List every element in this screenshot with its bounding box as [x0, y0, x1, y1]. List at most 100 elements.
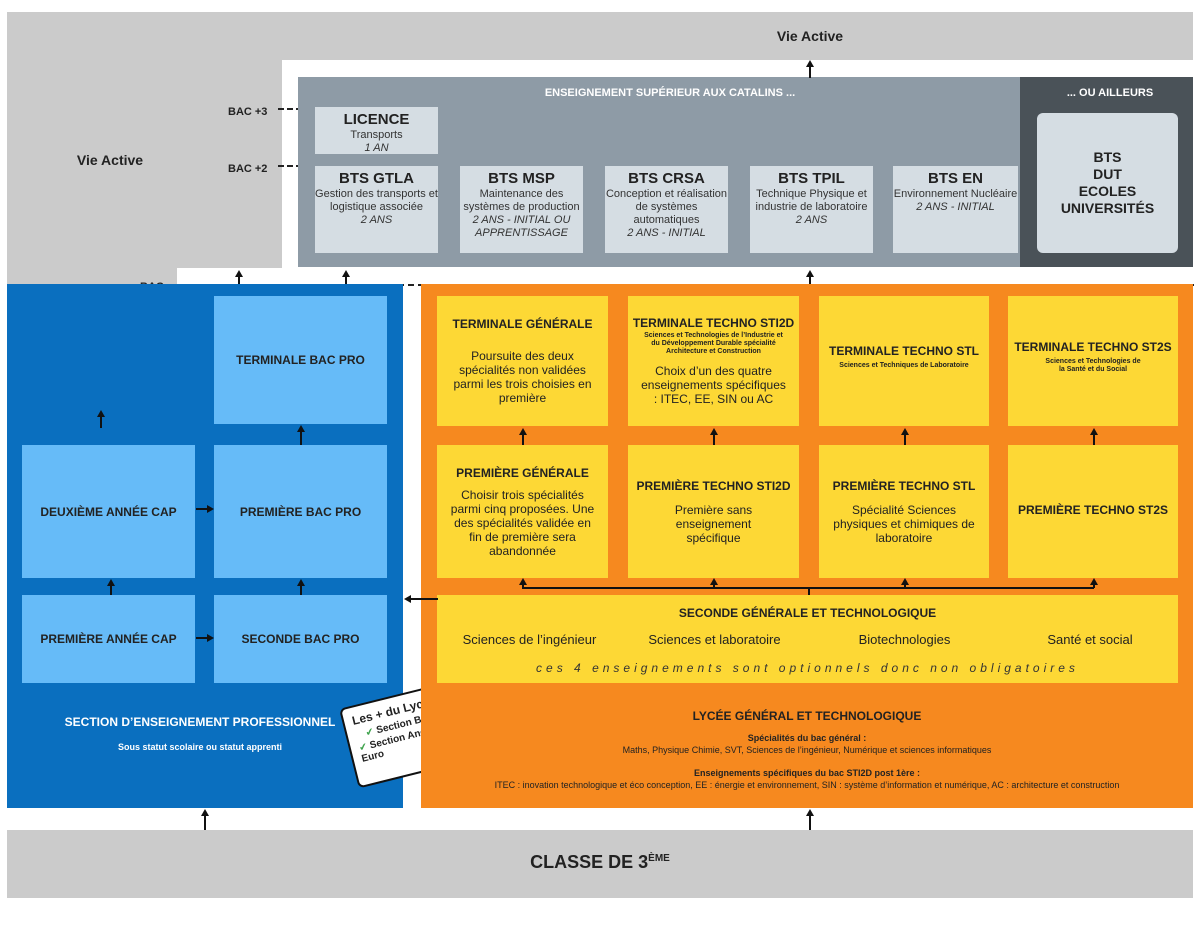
- arrow-up-icon: [901, 578, 909, 585]
- seconde-option: Santé et social: [1047, 632, 1133, 647]
- bac2-dash: [278, 165, 302, 167]
- arrow-line: [196, 637, 208, 639]
- classe-3-title: CLASSE DE 3: [530, 852, 649, 872]
- arrow-line: [1093, 434, 1095, 445]
- arrow-line: [110, 585, 112, 595]
- bts-title: BTS EN: [927, 170, 983, 187]
- premiere-sti2d-box: PREMIÈRE TECHNO STI2D Première sans ense…: [628, 445, 799, 578]
- ailleurs-line: DUT: [1093, 166, 1122, 182]
- box-desc: Spécialité Sciences physiques et chimiqu…: [833, 502, 975, 545]
- seconde-title: SECONDE GÉNÉRALE ET TECHNOLOGIQUE: [678, 606, 937, 620]
- premiere-generale-box: PREMIÈRE GÉNÉRALE Choisir trois spéciali…: [437, 445, 608, 578]
- vie-active-left-panel: [7, 12, 282, 268]
- box-subtitle: Sciences et Technologies de la Santé et …: [1045, 358, 1141, 373]
- bac3-label: BAC +3: [228, 106, 268, 118]
- arrow-right-icon: [207, 505, 214, 513]
- arrow-up-icon: [710, 578, 718, 585]
- premiere-annee-cap-box: PREMIÈRE ANNÉE CAP: [22, 595, 195, 683]
- deuxieme-annee-cap-box: DEUXIÈME ANNÉE CAP: [22, 445, 195, 578]
- box-subtitle: Sciences et Techniques de Laboratoire: [839, 362, 969, 369]
- ailleurs-line: BTS: [1093, 149, 1122, 165]
- bts-title: BTS CRSA: [628, 170, 705, 187]
- box-title: PREMIÈRE TECHNO STL: [832, 478, 976, 493]
- check-icon: ✔: [364, 726, 376, 740]
- arrow-line: [345, 276, 347, 284]
- arrow-up-icon: [1090, 578, 1098, 585]
- arrow-line: [204, 815, 206, 830]
- ens-title: Enseignements spécifiques du bac STI2D p…: [693, 768, 921, 778]
- bts-title: BTS MSP: [488, 170, 555, 187]
- ens-text: ITEC : inovation technologique et éco co…: [494, 780, 1120, 790]
- box-title: TERMINALE GÉNÉRALE: [452, 317, 593, 331]
- box-desc: Première sans enseignement spécifique: [674, 502, 753, 545]
- arrow-line: [300, 431, 302, 445]
- classe-3-band: [7, 830, 1193, 898]
- arrow-up-icon: [107, 579, 115, 586]
- bts-desc: Technique Physique et industrie de labor…: [755, 188, 868, 213]
- box-desc: Poursuite des deux spécialités non valid…: [453, 349, 592, 405]
- bts-duration: 2 ANS - INITIAL: [916, 201, 995, 213]
- arrow-up-icon: [342, 270, 350, 277]
- terminale-bac-pro-box: TERMINALE BAC PRO: [214, 296, 387, 424]
- terminale-sti2d-box: TERMINALE TECHNO STI2D Sciences et Techn…: [628, 296, 799, 426]
- bts-desc: Conception et réalisation de systèmes au…: [605, 188, 728, 226]
- arrow-line: [713, 583, 715, 588]
- seconde-option: Sciences de l’ingénieur: [462, 632, 597, 647]
- arrow-line: [904, 434, 906, 445]
- arrow-line: [300, 585, 302, 595]
- licence-desc: Transports: [350, 129, 403, 141]
- arrow-right-icon: [207, 634, 214, 642]
- arrow-line: [809, 815, 811, 830]
- box-desc: Choisir trois spécialités parmi cinq pro…: [450, 487, 595, 558]
- bts-en-box: BTS EN Environnement Nucléaire 2 ANS - I…: [893, 166, 1018, 253]
- ailleurs-line: UNIVERSITÉS: [1060, 200, 1155, 216]
- premiere-stl-box: PREMIÈRE TECHNO STL Spécialité Sciences …: [819, 445, 989, 578]
- licence-duration: 1 AN: [364, 142, 389, 154]
- arrow-up-icon: [806, 809, 814, 816]
- arrow-line: [1093, 583, 1095, 588]
- pro-section-extend: [7, 428, 197, 438]
- licence-title: LICENCE: [343, 111, 410, 128]
- arrow-up-icon: [710, 428, 718, 435]
- seconde-note: ces 4 enseignements sont optionnels donc…: [536, 661, 1079, 675]
- arrow-line: [100, 416, 102, 428]
- vie-active-top-label: Vie Active: [776, 28, 844, 44]
- vie-active-left-label: Vie Active: [76, 152, 144, 168]
- arrow-up-icon: [201, 809, 209, 816]
- box-title: PREMIÈRE GÉNÉRALE: [456, 465, 589, 480]
- bts-desc: Environnement Nucléaire: [893, 188, 1018, 200]
- arrow-line: [904, 583, 906, 588]
- arrow-up-icon: [297, 579, 305, 586]
- premiere-st2s-box: PREMIÈRE TECHNO ST2S: [1008, 445, 1178, 578]
- bac2-label: BAC +2: [228, 163, 268, 175]
- box-title: TERMINALE TECHNO STI2D: [632, 316, 795, 330]
- box-title: PREMIÈRE TECHNO STI2D: [636, 478, 791, 493]
- box-title: TERMINALE TECHNO STL: [829, 344, 979, 358]
- arrow-up-icon: [235, 270, 243, 277]
- premiere-bac-pro-box: PREMIÈRE BAC PRO: [214, 445, 387, 578]
- bts-title: BTS TPIL: [778, 170, 845, 187]
- arrow-line: [809, 276, 811, 284]
- bts-gtla-box: BTS GTLA Gestion des transports et logis…: [315, 166, 438, 253]
- terminale-stl-box: TERMINALE TECHNO STL Sciences et Techniq…: [819, 296, 989, 426]
- arrow-line: [522, 583, 524, 588]
- classe-3-label: CLASSE DE 3ÈME: [7, 852, 1193, 873]
- bts-tpil-box: BTS TPIL Technique Physique et industrie…: [750, 166, 873, 253]
- classe-3-sup: ÈME: [648, 853, 670, 864]
- arrow-up-icon: [1090, 428, 1098, 435]
- bts-msp-box: BTS MSP Maintenance des systèmes de prod…: [460, 166, 583, 253]
- licence-box: LICENCE Transports 1 AN: [315, 107, 438, 154]
- seconde-option: Sciences et laboratoire: [648, 632, 781, 647]
- bts-duration: 2 ANS - INITIAL: [627, 227, 706, 239]
- seconde-generale-box: [437, 595, 1178, 683]
- box-title: TERMINALE TECHNO ST2S: [1014, 340, 1172, 354]
- bts-desc: Maintenance des systèmes de production: [463, 188, 580, 213]
- bts-crsa-box: BTS CRSA Conception et réalisation de sy…: [605, 166, 728, 253]
- bts-duration: 2 ANS - INITIAL OU APPRENTISSAGE: [472, 214, 571, 239]
- seconde-bac-pro-box: SECONDE BAC PRO: [214, 595, 387, 683]
- pro-section-title: SECTION D’ENSEIGNEMENT PROFESSIONNEL: [64, 715, 336, 729]
- terminale-generale-box: TERMINALE GÉNÉRALE Poursuite des deux sp…: [437, 296, 608, 426]
- bts-duration: 2 ANS: [795, 214, 828, 226]
- superieur-title: ENSEIGNEMENT SUPÉRIEUR AUX CATALINS ...: [544, 87, 796, 99]
- arrow-line: [410, 598, 438, 600]
